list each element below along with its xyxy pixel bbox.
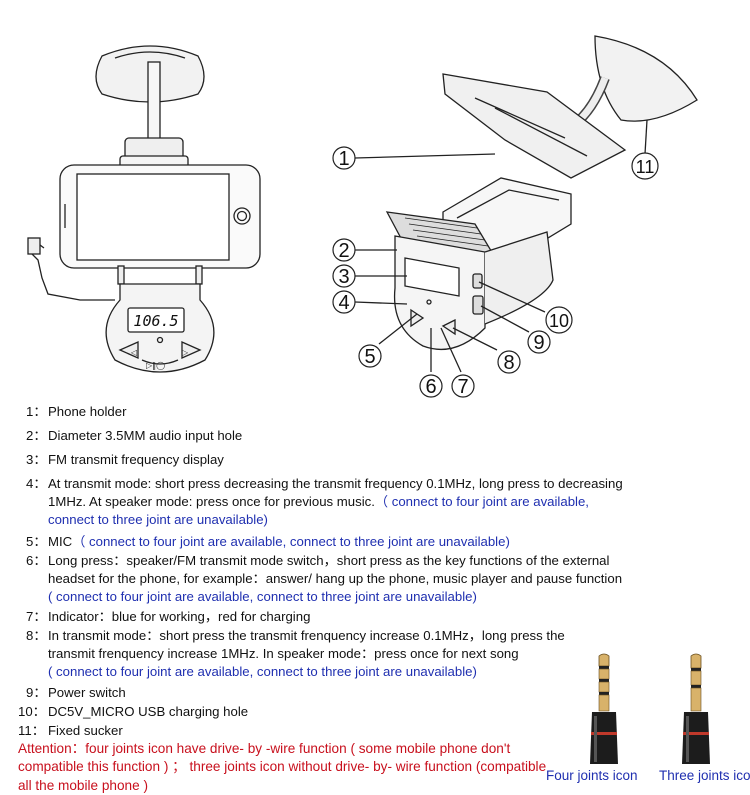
svg-text:11: 11 (636, 157, 655, 177)
item-number: 1： (26, 404, 47, 419)
callout-7: 7 (451, 374, 475, 398)
audio-jacks-illustration (590, 653, 710, 764)
svg-text:▷: ▷ (182, 348, 189, 357)
svg-text:8: 8 (503, 352, 514, 374)
attention-note: Attention：four joints icon have drive- b… (18, 741, 547, 793)
frequency-display (127, 307, 185, 333)
callout-3: 3 (332, 264, 356, 288)
item-note: ( connect to four joint are available, c… (48, 589, 477, 604)
item-text: In transmit mode：short press the transmi… (48, 628, 565, 661)
item-text: DC5V_MICRO USB charging hole (48, 704, 249, 719)
callout-11: 11 (631, 152, 659, 180)
svg-text:1: 1 (338, 148, 349, 170)
phone-screen (76, 173, 230, 261)
item-text: FM transmit frequency display (48, 452, 224, 467)
item-note: （ connect to four joint are available, c… (72, 534, 510, 549)
callout-10: 10 (545, 306, 573, 334)
three-joints-caption: Three joints icon (659, 768, 750, 783)
frequency-display (404, 257, 460, 297)
fixed-sucker (594, 35, 698, 122)
callout-4: 4 (332, 290, 356, 314)
four-joint-jack-icon (590, 653, 618, 764)
item-text: Phone holder (48, 404, 127, 419)
svg-text:6: 6 (425, 376, 436, 398)
display-value: 106.5 (133, 312, 178, 330)
item-number: 8： (26, 628, 47, 643)
item-text: At transmit mode: short press decreasing… (48, 476, 623, 509)
item-number: 11： (18, 723, 45, 738)
power-switch (472, 295, 484, 315)
item-number: 7： (26, 609, 47, 624)
item-number: 3： (26, 452, 47, 467)
item-note: （ connect to four joint are available, c… (48, 494, 589, 527)
svg-text:2: 2 (338, 240, 349, 262)
callout-9: 9 (527, 330, 551, 354)
item-text: Diameter 3.5MM audio input hole (48, 428, 243, 443)
item-number: 2： (26, 428, 47, 443)
item-number: 6： (26, 553, 47, 568)
perspective-view-illustration: 1 2 3 4 5 6 7 8 9 10 11 (332, 35, 698, 398)
svg-text:3: 3 (338, 266, 349, 288)
item-text: Long press：speaker/FM transmit mode swit… (48, 553, 623, 586)
svg-text:5: 5 (364, 346, 375, 368)
item-text: Fixed sucker (48, 723, 123, 738)
holder-stem (147, 61, 161, 141)
usb-port (472, 273, 483, 289)
callout-6: 6 (419, 374, 443, 398)
callout-1: 1 (332, 146, 356, 170)
svg-text:9: 9 (533, 332, 544, 354)
item-number: 4： (26, 476, 47, 491)
item-text: MIC (48, 534, 73, 549)
svg-text:7: 7 (457, 376, 468, 398)
callout-5: 5 (358, 344, 382, 368)
item-number: 9： (26, 685, 47, 700)
svg-text:◁: ◁ (130, 348, 137, 357)
three-joint-jack-icon (682, 653, 710, 764)
front-view-illustration: 106.5 ◁ ▷ ▷‖◯ (27, 45, 261, 373)
svg-text:▷‖◯: ▷‖◯ (146, 361, 165, 370)
svg-text:10: 10 (549, 311, 569, 331)
callout-8: 8 (497, 350, 521, 374)
four-joints-caption: Four joints icon (546, 768, 638, 783)
item-note: ( connect to four joint are available, c… (48, 664, 477, 679)
phone-home-button (233, 207, 251, 225)
item-text: Power switch (48, 685, 126, 700)
svg-text:4: 4 (338, 292, 349, 314)
callout-2: 2 (332, 238, 356, 262)
item-number: 10： (18, 704, 46, 719)
item-text: Indicator：blue for working，red for charg… (48, 609, 311, 624)
item-number: 5： (26, 534, 47, 549)
